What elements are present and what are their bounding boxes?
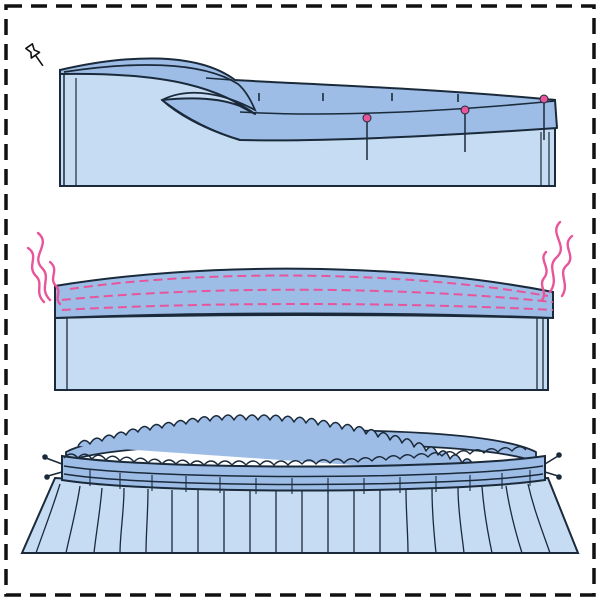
- step-2-stitch-casing: [28, 222, 572, 390]
- casing-band: [55, 269, 553, 318]
- fabric-panel-2: [55, 315, 548, 390]
- step-1-pin-waistband: [25, 43, 557, 186]
- pushpin-icon: [25, 43, 47, 68]
- elastic-end-left: [43, 455, 62, 479]
- step-3-gathered-waist: [22, 415, 578, 553]
- elastic-end-right: [545, 453, 561, 479]
- steam-icon: [542, 222, 572, 300]
